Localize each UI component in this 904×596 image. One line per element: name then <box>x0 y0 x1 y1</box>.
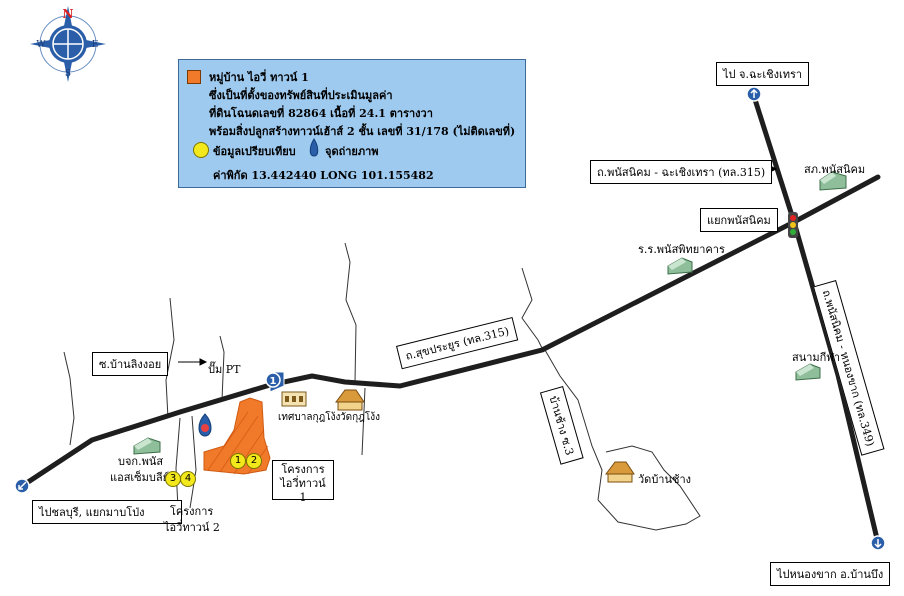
label-municipality: เทศบาลกุฎโง้ง <box>278 412 341 423</box>
comparable-marker-2: 2 <box>246 453 262 469</box>
compass-s: S <box>65 69 71 79</box>
marker-to-nongkhak <box>870 535 886 551</box>
legend-coords: ค่าพิกัด 13.442440 LONG 101.155482 <box>213 169 434 182</box>
compass-w: W <box>36 40 46 50</box>
compass-rose: N S W E <box>30 6 106 82</box>
legend-line1: หมู่บ้าน ไอวี่ ทาวน์ 1 <box>209 71 309 84</box>
project1-label-b: ไอวี่ทาวน์ 1 <box>280 477 326 504</box>
label-project2-b: ไอวี่ทาวน์ 2 <box>164 521 220 534</box>
label-wat-kut: วัดกุฎโง้ง <box>340 412 381 423</box>
project1-label-a: โครงการ <box>281 463 325 476</box>
road-north-south <box>749 87 881 546</box>
label-police: สภ.พนัสนิคม <box>804 163 866 176</box>
compass-n: N <box>63 7 74 21</box>
legend-line3: ที่ดินโฉนดเลขที่ 82864 เนื้อที่ 24.1 ตาร… <box>209 107 433 120</box>
traffic-light-icon <box>788 212 798 238</box>
legend-photo: จุดถ่ายภาพ <box>325 145 379 158</box>
company-factory-icon <box>133 437 161 455</box>
label-pt-station: ปั๊ม PT <box>208 363 241 376</box>
minor-roads <box>63 242 701 531</box>
legend-line4: พร้อมสิ่งปลูกสร้างทาวน์เฮ้าส์ 2 ชั้น เลข… <box>209 125 516 138</box>
photo-point-number: 1 <box>270 376 277 387</box>
project1-box: โครงการ ไอวี่ทาวน์ 1 <box>272 460 334 504</box>
photo-drop-icon <box>307 138 321 161</box>
label-road-315-north: ถ.พนัสนิคม - ฉะเชิงเทรา (ทล.315) <box>590 160 773 184</box>
label-soi-ban-ling: ซ.บ้านลิงงอย <box>92 352 169 376</box>
compass-e: E <box>92 40 99 50</box>
legend-box: หมู่บ้าน ไอวี่ ทาวน์ 1 ซึ่งเป็นที่ตั้งขอ… <box>178 59 526 188</box>
gas-station-icon <box>198 413 212 437</box>
comparable-marker-1: 1 <box>230 453 246 469</box>
label-junction: แยกพนัสนิคม <box>700 208 778 232</box>
label-company-2: แอสเซ็มบลีย์ <box>110 471 170 484</box>
label-company: บจก.พนัส <box>118 455 164 468</box>
comparable-marker-3: 3 <box>165 471 181 487</box>
label-to-chachoengsao: ไป จ.ฉะเชิงเทรา <box>716 62 810 86</box>
label-to-chonburi: ไปชลบุรี, แยกมาบโป่ง <box>32 500 182 524</box>
label-school: ร.ร.พนัสพิทยาคาร <box>638 243 725 256</box>
legend-line2: ซึ่งเป็นที่ตั้งของทรัพย์สินที่ประเมินมูล… <box>209 89 393 102</box>
marker-to-chonburi <box>14 478 30 494</box>
road-315-west-east <box>19 174 881 489</box>
temple-kut-icon <box>335 389 365 411</box>
photo-point-marker: 1 <box>265 371 285 393</box>
municipality-icon <box>281 391 307 407</box>
subject-legend-swatch <box>187 70 201 84</box>
label-wat-ban-chang: วัดบ้านช้าง <box>638 473 692 486</box>
label-to-nongkhak: ไปหนองขาก อ.บ้านบึง <box>770 562 891 586</box>
school-icon <box>667 257 693 275</box>
police-station-icon <box>819 171 847 191</box>
comparable-marker-4: 4 <box>180 471 196 487</box>
stadium-icon <box>795 363 821 381</box>
label-project2-a: โครงการ <box>170 505 214 518</box>
comparable-legend-dot <box>193 142 209 158</box>
marker-to-chachoengsao <box>746 86 762 102</box>
temple-ban-chang-icon <box>605 461 635 483</box>
legend-compare: ข้อมูลเปรียบเทียบ <box>213 145 296 158</box>
label-stadium: สนามกีฬา <box>792 351 841 364</box>
